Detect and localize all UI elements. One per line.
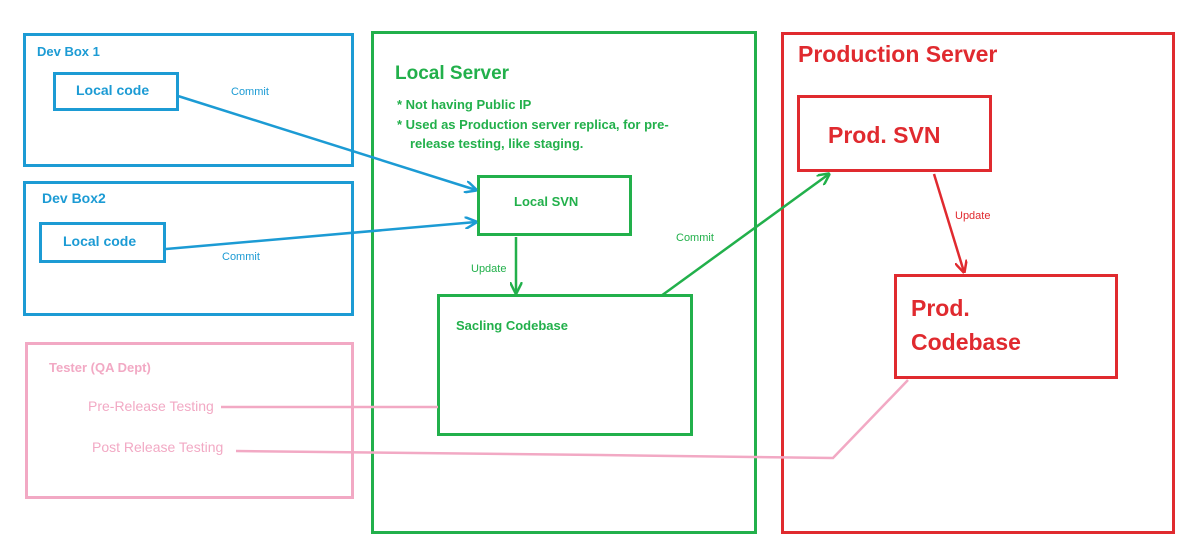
prod-codebase-box bbox=[894, 274, 1118, 379]
dev-box-1-title: Dev Box 1 bbox=[37, 44, 100, 59]
prod-codebase-label-line-1: Prod. bbox=[911, 295, 970, 321]
dev-box-2-commit-label: Commit bbox=[222, 251, 260, 263]
prod-codebase-label-line-2: Codebase bbox=[911, 329, 1021, 355]
dev-box-2-title: Dev Box2 bbox=[42, 190, 106, 206]
dev-box-1-local-code bbox=[53, 72, 179, 111]
dev-box-1-local-code-label: Local code bbox=[76, 82, 150, 98]
tester-title: Tester (QA Dept) bbox=[49, 360, 151, 375]
local-to-prod-commit-label: Commit bbox=[676, 232, 714, 244]
local-server-note-2-line-2: release testing, like staging. bbox=[410, 136, 584, 151]
scaling-codebase-label: Sacling Codebase bbox=[456, 318, 568, 333]
post-release-testing-label: Post Release Testing bbox=[92, 439, 224, 455]
dev-box-1-commit-label: Commit bbox=[231, 86, 269, 98]
local-server-note-1: * Not having Public IP bbox=[397, 97, 532, 112]
local-server-note-2-line-1: * Used as Production server replica, for… bbox=[397, 117, 669, 132]
prod-update-label: Update bbox=[955, 210, 991, 222]
local-update-label: Update bbox=[471, 263, 507, 275]
dev-box-2-local-code bbox=[39, 222, 166, 263]
local-server-title: Local Server bbox=[395, 63, 510, 84]
dev-box-2-local-code-label: Local code bbox=[63, 233, 137, 249]
prod-svn-box bbox=[797, 95, 992, 172]
pre-release-testing-label: Pre-Release Testing bbox=[88, 398, 214, 414]
scaling-codebase-box bbox=[437, 294, 693, 436]
local-svn-label: Local SVN bbox=[514, 194, 579, 209]
local-svn-box bbox=[477, 175, 632, 236]
production-server-title: Production Server bbox=[798, 41, 998, 67]
prod-svn-label: Prod. SVN bbox=[828, 122, 941, 148]
